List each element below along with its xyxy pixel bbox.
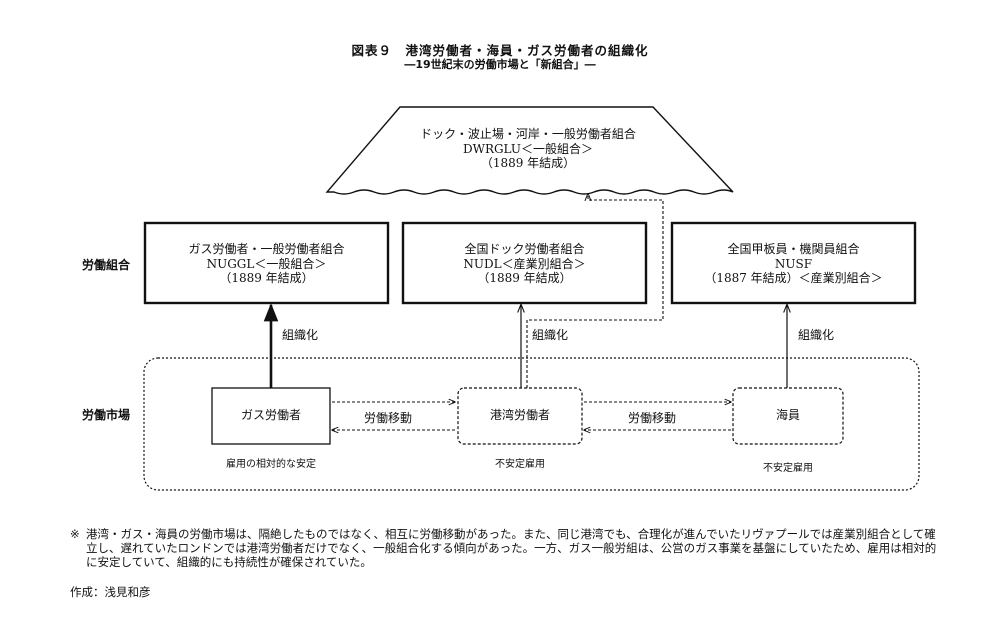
port-worker-box <box>457 387 583 445</box>
organize-label-right: 組織化 <box>798 328 835 342</box>
diagram-title: 図表９ 港湾労働者・海員・ガス労働者の組織化 <box>351 43 649 58</box>
mobility-label-left: 労働移動 <box>364 411 413 425</box>
gas-union-name: ガス労働者・一般労働者組合 <box>188 242 345 256</box>
top-union-label: ドック・波止場・河岸・一般労働者組合 DWRGLU＜一般組合＞ （1889 年結… <box>360 127 696 171</box>
seaman-worker-caption: 不安定雇用 <box>763 463 813 474</box>
gas-worker-box <box>211 387 331 445</box>
labour-market-container <box>143 357 920 491</box>
seaman-worker-box <box>732 387 844 445</box>
gas-union-year: （1889 年結成） <box>219 271 314 285</box>
gas-worker-label: ガス労働者 <box>240 408 301 422</box>
organize-label-left: 組織化 <box>282 328 319 342</box>
port-worker-label: 港湾労働者 <box>489 408 550 422</box>
gas-union-label: ガス労働者・一般労働者組合 NUGGL＜一般組合＞ （1889 年結成） <box>145 242 388 286</box>
note-mark: ※ <box>70 527 80 541</box>
port-to-dwrglu-path <box>526 194 664 388</box>
port-worker-caption: 不安定雇用 <box>495 459 545 470</box>
dock-union-box <box>401 221 648 305</box>
top-union-abbr: DWRGLU＜一般組合＞ <box>462 141 593 156</box>
dock-union-label: 全国ドック労働者組合 NUDL＜産業別組合＞ （1889 年結成） <box>403 242 646 286</box>
gas-union-box <box>143 221 390 305</box>
seamen-union-abbr: NUSF <box>774 256 813 271</box>
seamen-union-box <box>670 221 917 305</box>
dock-union-name: 全国ドック労働者組合 <box>464 242 585 256</box>
organize-label-mid: 組織化 <box>532 328 569 342</box>
seamen-union-label: 全国甲板員・機関員組合 NUSF （1887 年結成）＜産業別組合＞ <box>672 242 915 286</box>
gas-union-abbr: NUGGL＜一般組合＞ <box>206 256 327 271</box>
dock-union-abbr: NUDL＜産業別組合＞ <box>463 256 586 271</box>
row-label-union: 労働組合 <box>82 258 131 272</box>
seamen-union-name: 全国甲板員・機関員組合 <box>727 242 860 256</box>
mobility-label-right: 労働移動 <box>628 411 677 425</box>
top-union-shape <box>325 106 734 195</box>
author-credit: 作成：浅見和彦 <box>70 585 151 599</box>
row-label-market: 労働市場 <box>82 408 131 422</box>
dock-union-year: （1889 年結成） <box>477 271 572 285</box>
seaman-worker-label: 海員 <box>775 408 800 422</box>
gas-worker-caption: 雇用の相対的な安定 <box>226 459 316 470</box>
note-text: 港湾・ガス・海員の労働市場は、隔絶したものではなく、相互に労働移動があった。また… <box>86 527 937 569</box>
top-union-name: ドック・波止場・河岸・一般労働者組合 <box>420 127 636 141</box>
top-union-year: （1889 年結成） <box>480 156 576 170</box>
seamen-union-year: （1887 年結成）＜産業別組合＞ <box>704 271 883 285</box>
diagram-subtitle: ―19世紀末の労働市場と「新組合」― <box>404 58 596 71</box>
